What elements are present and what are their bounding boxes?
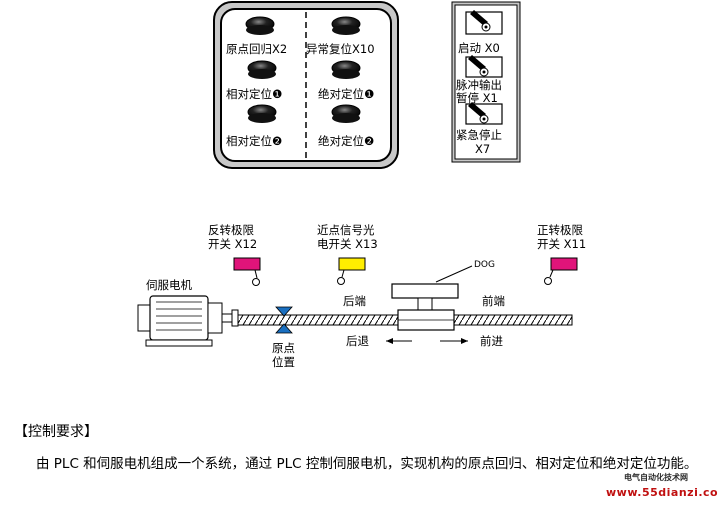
relative-position-1-label: 相对定位❶ — [226, 87, 282, 101]
origin-label-1: 原点 — [272, 341, 295, 355]
near-point-indicator — [338, 257, 366, 271]
home-return-button[interactable]: 原点回归X2 — [226, 16, 287, 56]
forward-limit-label-1: 正转极限 — [537, 223, 583, 237]
absolute-position-2-button[interactable]: 绝对定位❷ — [318, 104, 374, 148]
relative-position-1-button[interactable]: 相对定位❶ — [226, 60, 282, 101]
dog-label-group: DOG — [435, 260, 495, 283]
reverse-limit-label-1: 反转极限 — [208, 223, 254, 237]
error-reset-button[interactable]: 异常复位X10 — [306, 16, 375, 56]
emergency-stop-switch[interactable]: 紧急停止 X7 — [456, 102, 503, 156]
forward-limit-label-2: 开关 X11 — [537, 237, 586, 251]
watermark-site-name: 电气自动化技术网 — [624, 473, 688, 482]
dog-label: DOG — [474, 260, 495, 270]
emergency-stop-label-1: 紧急停止 — [456, 128, 502, 142]
near-point-sensor: 近点信号光 电开关 X13 — [317, 223, 378, 285]
rear-end-label: 后端 — [343, 294, 366, 308]
front-end-label: 前端 — [482, 294, 505, 308]
absolute-position-1-label: 绝对定位❶ — [318, 87, 374, 101]
start-switch-label: 启动 X0 — [458, 41, 500, 55]
pulse-pause-label-1: 脉冲输出 — [456, 78, 502, 92]
advance-label: 前进 — [480, 334, 503, 348]
relative-position-2-label: 相对定位❷ — [226, 134, 282, 148]
watermark-url: www.55dianzi.com — [606, 486, 719, 499]
advance-arrow: 前进 — [440, 334, 503, 348]
servo-motor-label: 伺服电机 — [146, 278, 192, 292]
error-reset-label: 异常复位X10 — [306, 42, 375, 56]
forward-limit-indicator — [550, 257, 578, 271]
near-point-label-1: 近点信号光 — [317, 223, 375, 237]
reverse-limit-switch: 反转极限 开关 X12 — [208, 223, 261, 286]
start-switch[interactable]: 启动 X0 — [458, 10, 503, 55]
origin-label-2: 位置 — [272, 355, 295, 369]
home-return-label: 原点回归X2 — [226, 42, 287, 56]
carriage — [391, 283, 459, 331]
requirements-text: 由 PLC 和伺服电机组成一个系统，通过 PLC 控制伺服电机，实现机构的原点回… — [36, 456, 698, 472]
servo-motor — [137, 295, 239, 347]
requirements-title: 【控制要求】 — [14, 424, 98, 440]
retreat-label: 后退 — [346, 334, 369, 348]
button-panel — [213, 1, 399, 169]
forward-limit-switch: 正转极限 开关 X11 — [537, 223, 586, 285]
reverse-limit-indicator — [233, 257, 261, 271]
emergency-stop-label-2: X7 — [475, 142, 490, 156]
reverse-limit-label-2: 开关 X12 — [208, 237, 257, 251]
absolute-position-1-button[interactable]: 绝对定位❶ — [318, 60, 374, 101]
relative-position-2-button[interactable]: 相对定位❷ — [226, 104, 282, 148]
near-point-label-2: 电开关 X13 — [317, 237, 378, 251]
absolute-position-2-label: 绝对定位❷ — [318, 134, 374, 148]
origin-marker: 原点 位置 — [272, 306, 295, 369]
retreat-arrow: 后退 — [346, 334, 412, 348]
pulse-pause-label-2: 暂停 X1 — [456, 91, 498, 105]
pulse-pause-switch[interactable]: 脉冲输出 暂停 X1 — [456, 55, 503, 105]
